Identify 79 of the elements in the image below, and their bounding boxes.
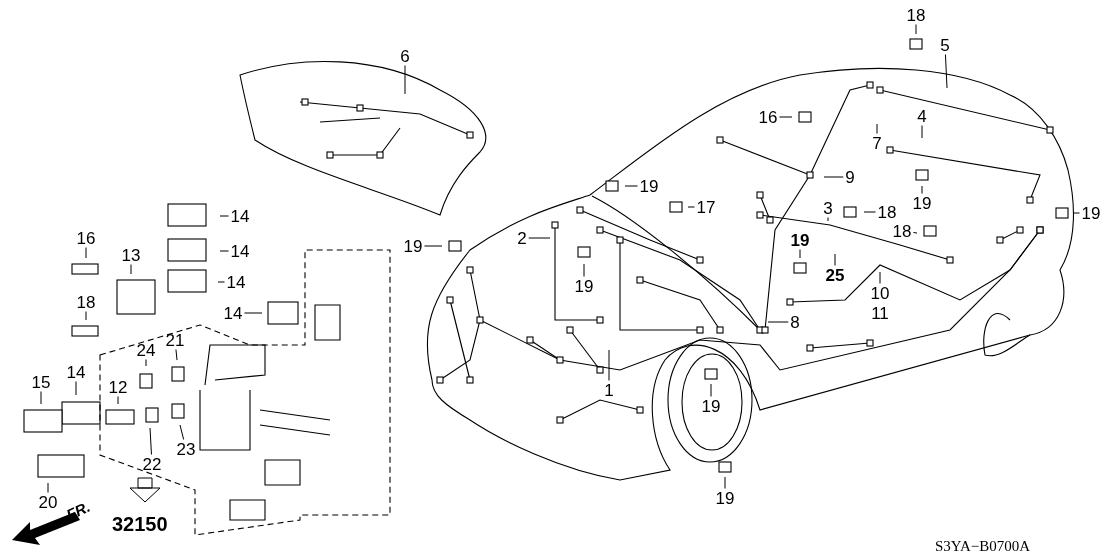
leader-line (724, 476, 726, 489)
reference-number: 32150 (112, 513, 168, 536)
callout-number: 14 (224, 272, 248, 292)
callout-number: 25 (823, 265, 847, 285)
leader-line (243, 312, 263, 314)
callout-number: 19 (637, 176, 661, 196)
leader-line (85, 311, 87, 321)
callout-number: 12 (106, 377, 130, 397)
leader-line (778, 116, 793, 118)
callout-number: 16 (74, 228, 98, 248)
callout-number: 18 (875, 202, 899, 222)
leader-line (179, 424, 185, 440)
leader-line (40, 391, 42, 405)
callout-number: 19 (788, 230, 812, 250)
leader-line (608, 349, 610, 381)
leader-line (404, 65, 406, 95)
callout-number: 13 (119, 245, 143, 265)
callout-number: 14 (228, 206, 252, 226)
leader-line (921, 185, 923, 194)
callout-number: 18 (890, 221, 914, 241)
callout-number: 19 (1079, 203, 1103, 223)
callout-number: 14 (64, 362, 88, 382)
callout-number: 21 (163, 330, 187, 350)
callout-number: 18 (904, 5, 928, 25)
leader-line (624, 185, 639, 187)
leader-line (423, 245, 443, 247)
leader-line (75, 381, 77, 396)
leader-line (583, 263, 585, 277)
callout-number: 18 (74, 292, 98, 312)
callout-number: 2 (515, 228, 529, 248)
leader-line (117, 396, 119, 405)
callout-number: 22 (140, 454, 164, 474)
leader-line (149, 427, 152, 455)
leader-line (130, 264, 132, 275)
callout-number: 19 (572, 276, 596, 296)
callout-number: 19 (713, 488, 737, 508)
callout-number: 9 (843, 167, 857, 187)
leader-line (915, 24, 917, 35)
callout-number: 15 (29, 372, 53, 392)
callout-number: 23 (174, 439, 198, 459)
callout-number: 19 (699, 396, 723, 416)
leader-line (219, 215, 230, 217)
leader-line (799, 249, 801, 259)
leader-line (47, 482, 49, 493)
leader-line (921, 125, 923, 139)
leader-line (823, 176, 844, 178)
callout-number: 10 (868, 283, 892, 303)
callout-number: 3 (821, 198, 835, 218)
leader-line (767, 321, 789, 323)
callout-number: 14 (221, 303, 245, 323)
callout-number: 19 (910, 193, 934, 213)
leader-line (217, 281, 226, 283)
callout-number: 16 (756, 107, 780, 127)
callout-number: 8 (788, 312, 802, 332)
callout-number: 19 (401, 236, 425, 256)
callout-number: 20 (36, 492, 60, 512)
leader-line (876, 123, 878, 134)
leader-line (863, 211, 877, 213)
leader-line (827, 217, 829, 222)
leader-line (85, 247, 87, 259)
leader-line (710, 383, 712, 397)
leader-line (879, 271, 881, 284)
callout-number: 7 (870, 133, 884, 153)
leader-line (145, 359, 147, 367)
leader-line (528, 237, 551, 239)
leader-line (834, 253, 836, 266)
leader-line (175, 349, 178, 361)
leader-line (219, 250, 230, 252)
callout-number: 6 (398, 46, 412, 66)
leader-line (912, 232, 918, 234)
callout-number: 4 (915, 106, 929, 126)
callout-number: 1 (602, 380, 616, 400)
callout-number: 14 (228, 241, 252, 261)
callout-number: 5 (938, 35, 952, 55)
leader-line (1073, 212, 1081, 214)
diagram-code: S3YA−B0700A (935, 538, 1031, 553)
callout-number: 11 (869, 303, 891, 323)
leader-line (944, 54, 948, 89)
callout-number: 24 (134, 340, 158, 360)
